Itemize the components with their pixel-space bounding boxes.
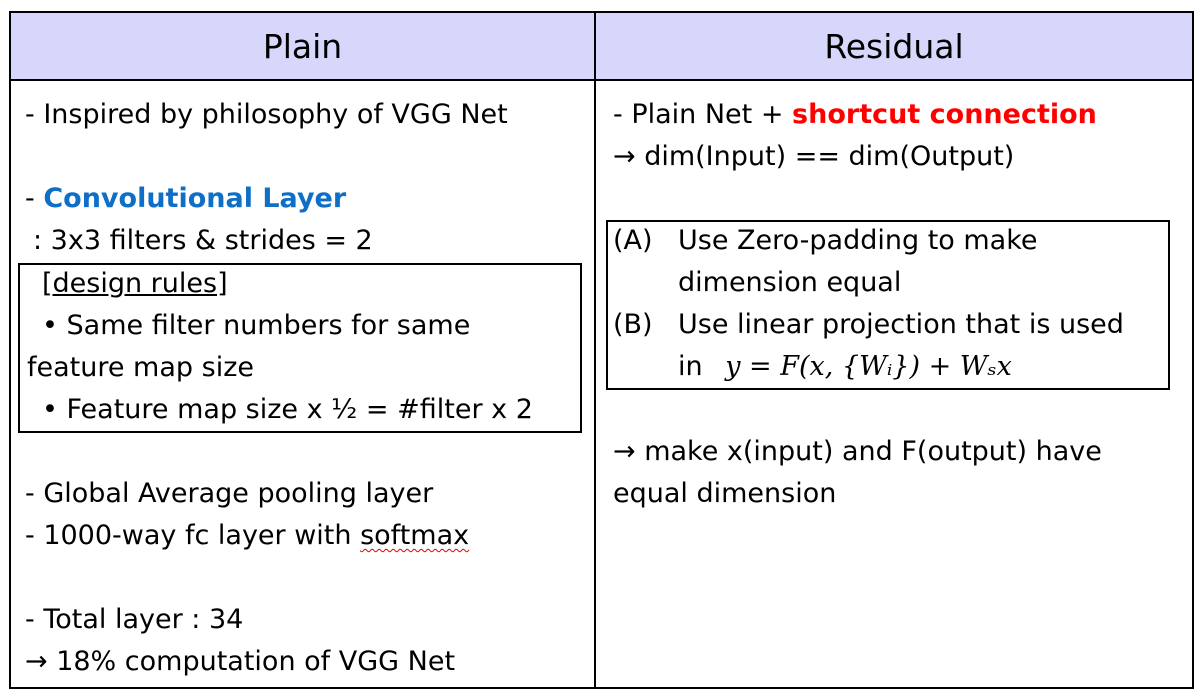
fc-prefix: - 1000-way fc layer with xyxy=(25,520,361,551)
option-b-label: (B) xyxy=(613,309,653,340)
option-a-label: (A) xyxy=(613,225,653,256)
residual-line-2: → dim(Input) == dim(Output) xyxy=(613,141,1015,172)
plain-line-inspired: - Inspired by philosophy of VGG Net xyxy=(25,99,508,130)
header-divider xyxy=(11,79,1192,81)
option-a-line-1: Use Zero-padding to make xyxy=(678,225,1038,256)
option-b-line-1: Use linear projection that is used xyxy=(678,309,1124,340)
residual-line-1: - Plain Net + shortcut connection xyxy=(613,94,1097,136)
header-residual: Residual xyxy=(596,13,1192,79)
option-a-line-2: dimension equal xyxy=(678,267,902,298)
rule-1-line-1: • Same filter numbers for same xyxy=(42,310,471,341)
column-divider xyxy=(594,13,596,687)
fc-softmax-word: softmax xyxy=(360,520,470,551)
option-b-line-2-prefix: in xyxy=(678,351,703,382)
option-b-line-2: in y = F(x, {Wᵢ}) + Wₛx xyxy=(678,346,1012,388)
header-plain-label: Plain xyxy=(262,26,343,66)
header-residual-label: Residual xyxy=(824,26,964,66)
rule-1-line-2: feature map size xyxy=(27,352,254,383)
plain-line-conv-detail: : 3x3 filters & strides = 2 xyxy=(33,225,373,256)
plain-line-gap: - Global Average pooling layer xyxy=(25,478,434,509)
options-box: (A) Use Zero-padding to make dimension e… xyxy=(606,220,1170,390)
residual-line-1-prefix: - Plain Net + xyxy=(613,99,793,130)
header-plain: Plain xyxy=(11,13,594,79)
design-rules-title: [design rules] xyxy=(42,268,228,299)
conv-title: Convolutional Layer xyxy=(43,183,347,214)
residual-conclusion-2: equal dimension xyxy=(613,478,837,509)
design-rules-box: [design rules] • Same filter numbers for… xyxy=(18,263,582,433)
rule-2: • Feature map size x ½ = #filter x 2 xyxy=(42,394,533,425)
plain-line-fc: - 1000-way fc layer with softmax xyxy=(25,515,469,557)
comparison-table: Plain Residual - Inspired by philosophy … xyxy=(9,11,1194,689)
residual-formula: y = F(x, {Wᵢ}) + Wₛx xyxy=(725,351,1012,382)
plain-line-total: - Total layer : 34 xyxy=(25,604,244,635)
conv-prefix: - xyxy=(25,183,44,214)
shortcut-connection: shortcut connection xyxy=(792,99,1097,130)
plain-line-conv: - Convolutional Layer xyxy=(25,178,346,220)
residual-conclusion-1: → make x(input) and F(output) have xyxy=(613,436,1102,467)
plain-line-computation: → 18% computation of VGG Net xyxy=(25,646,456,677)
